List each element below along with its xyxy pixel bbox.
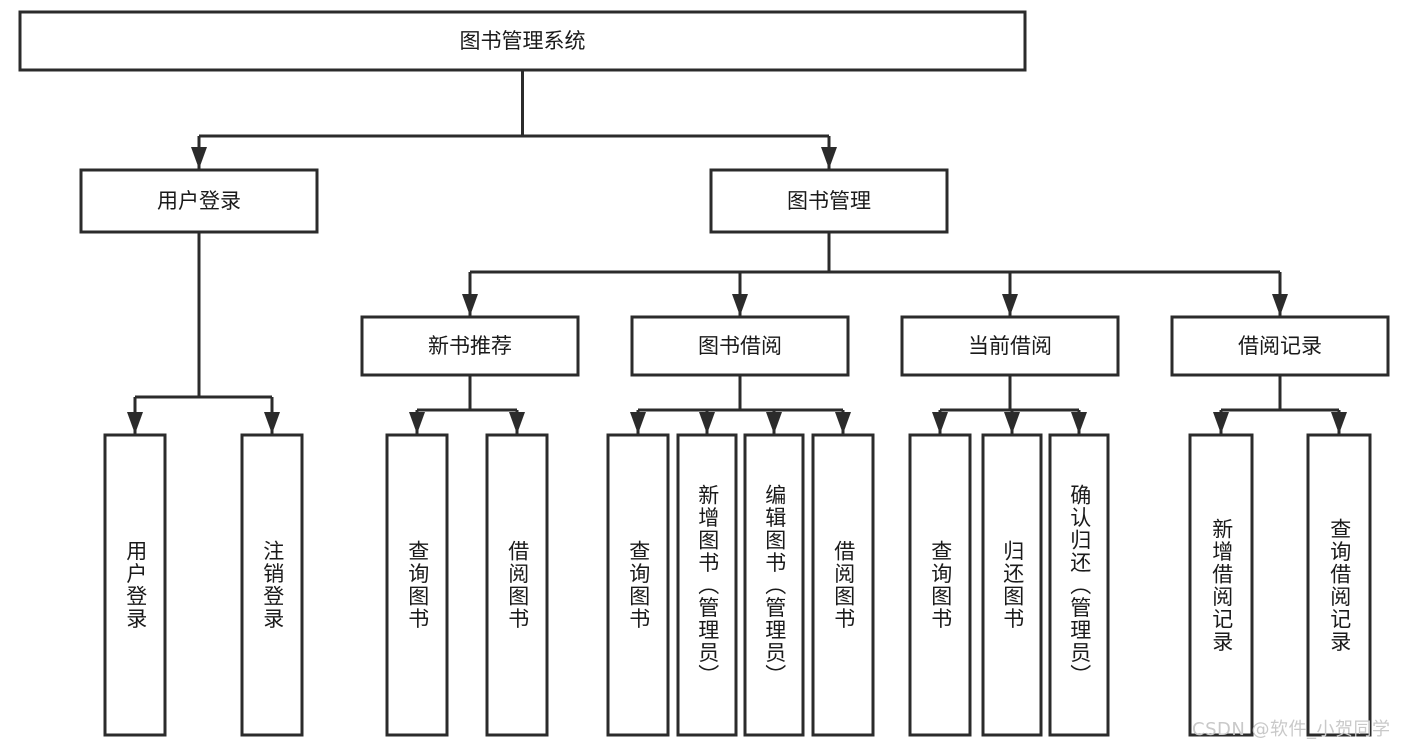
leaf-box-node-7-借阅图书[interactable]	[811, 433, 875, 737]
l3-2-to-leaves-arrowhead-1	[1004, 412, 1020, 434]
leaf-box-node-11-新增借阅记录[interactable]	[1188, 433, 1254, 737]
leaf-box-node-2-查询图书[interactable]	[385, 433, 449, 737]
l3-1-to-leaves-arrowhead-1	[699, 412, 715, 434]
boxes-layer	[18, 10, 1390, 737]
level3-label: 借阅记录	[1238, 334, 1322, 358]
leaf-box-node-5-新增图书管理员[interactable]	[676, 433, 738, 737]
l3-2-to-leaves-arrowhead-0	[932, 412, 948, 434]
l3-1-to-leaves-arrowhead-2	[766, 412, 782, 434]
level3-box-node-0-新书推荐[interactable]	[360, 315, 580, 377]
level3-box-node-2-当前借阅[interactable]	[900, 315, 1120, 377]
level2-label: 用户登录	[157, 189, 241, 213]
connectors-layer	[127, 70, 1347, 434]
level3-box-node-1-图书借阅[interactable]	[630, 315, 850, 377]
level2-label: 图书管理	[787, 189, 871, 213]
bookmgmt-to-level3-arrowhead-1	[732, 294, 748, 316]
leaf-box-node-4-查询图书[interactable]	[606, 433, 670, 737]
root-label: 图书管理系统	[460, 29, 586, 53]
l3-0-to-leaves-arrowhead-1	[509, 412, 525, 434]
level3-box-node-3-借阅记录[interactable]	[1170, 315, 1390, 377]
leaf-box-node-9-归还图书[interactable]	[981, 433, 1043, 737]
l3-1-to-leaves-arrowhead-0	[630, 412, 646, 434]
level2-box-node-0-用户登录[interactable]	[79, 168, 319, 234]
level3-label: 图书借阅	[698, 334, 782, 358]
leaf-box-node-8-查询图书[interactable]	[908, 433, 972, 737]
root-to-level2-arrowhead-0	[191, 147, 207, 169]
bookmgmt-to-level3-arrowhead-3	[1272, 294, 1288, 316]
login-to-leaves-arrowhead-0	[127, 412, 143, 434]
watermark-credit: CSDN @软件_小贺同学	[1192, 719, 1391, 740]
root-to-level2-arrowhead-1	[821, 147, 837, 169]
bookmgmt-to-level3-arrowhead-2	[1002, 294, 1018, 316]
leaf-box-node-0-用户登录[interactable]	[103, 433, 167, 737]
leaf-box-node-6-编辑图书管理员[interactable]	[743, 433, 805, 737]
l3-3-to-leaves-arrowhead-0	[1213, 412, 1229, 434]
l3-2-to-leaves-arrowhead-2	[1071, 412, 1087, 434]
level3-label: 新书推荐	[428, 334, 512, 358]
leaf-box-node-3-借阅图书[interactable]	[485, 433, 549, 737]
l3-3-to-leaves-arrowhead-1	[1331, 412, 1347, 434]
leaf-box-node-12-查询借阅记录[interactable]	[1306, 433, 1372, 737]
leaf-box-node-1-注销登录[interactable]	[240, 433, 304, 737]
bookmgmt-to-level3-arrowhead-0	[462, 294, 478, 316]
level3-label: 当前借阅	[968, 334, 1052, 358]
level2-box-node-1-图书管理[interactable]	[709, 168, 949, 234]
root-box-node-0-图书管理系统[interactable]	[18, 10, 1027, 72]
login-to-leaves-arrowhead-1	[264, 412, 280, 434]
leaf-box-node-10-确认归还管理员[interactable]	[1048, 433, 1110, 737]
l3-0-to-leaves-arrowhead-0	[409, 412, 425, 434]
l3-1-to-leaves-arrowhead-3	[835, 412, 851, 434]
